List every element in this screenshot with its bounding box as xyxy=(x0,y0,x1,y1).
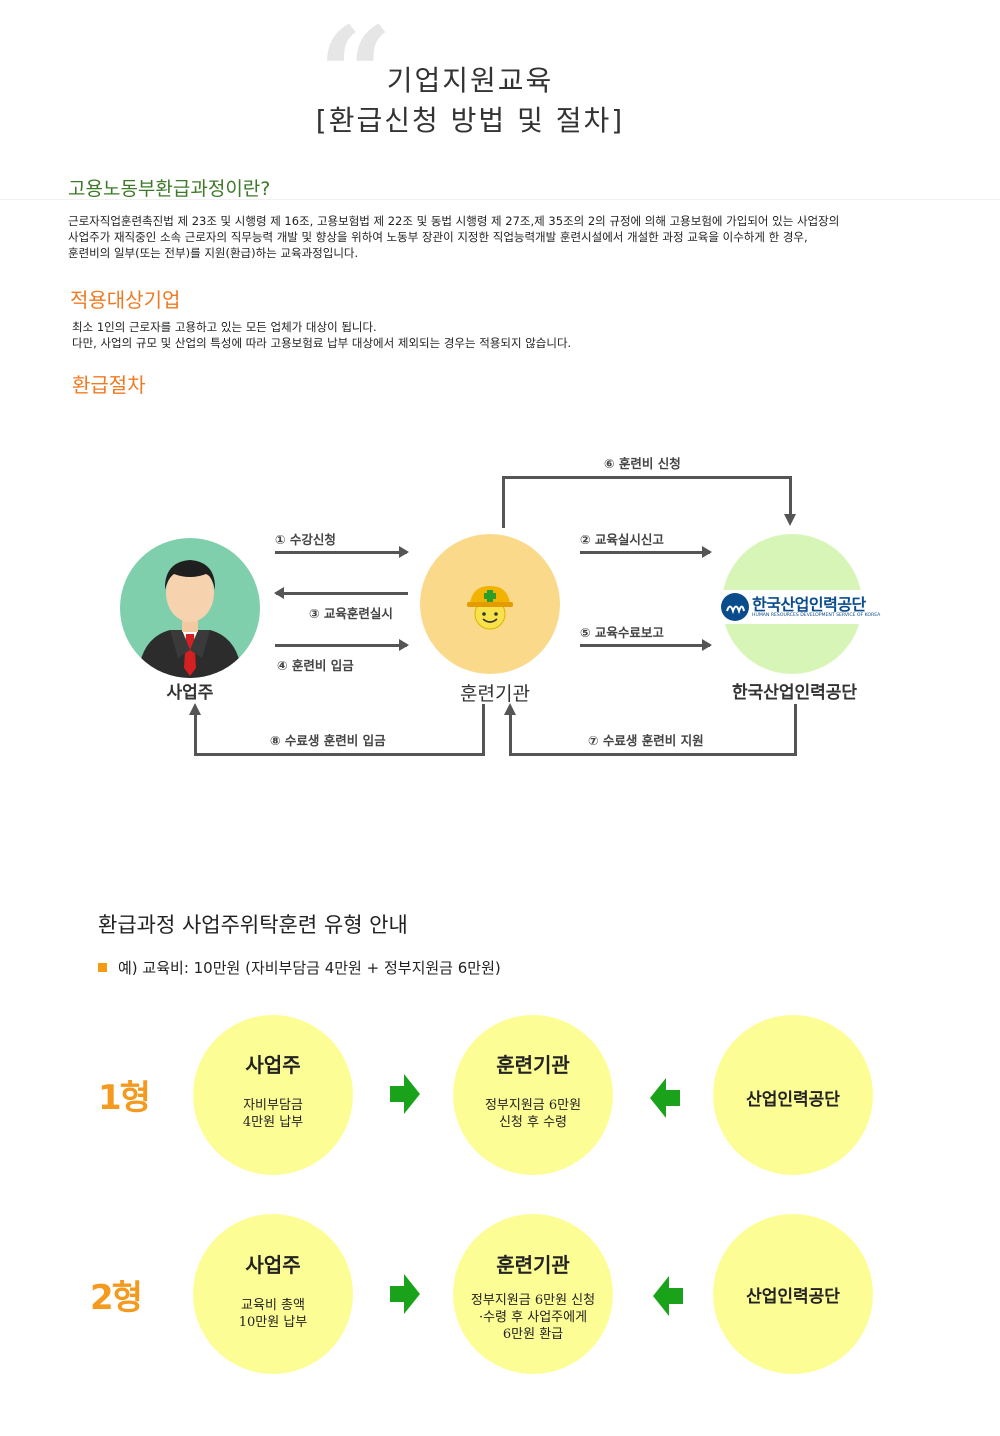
step-6-label: ⑥ 훈련비 신청 xyxy=(604,456,681,471)
type-2-institution-circle: 훈련기관 정부지원금 6만원 신청 ·수령 후 사업주에게 6만원 환급 xyxy=(453,1214,613,1374)
type-1-right-arrow-icon xyxy=(390,1074,420,1114)
type-1-institution-circle: 훈련기관 정부지원금 6만원 신청 후 수령 xyxy=(453,1015,613,1175)
section-heading-what: 고용노동부환급과정이란? xyxy=(68,178,271,200)
step-4-arrow xyxy=(275,639,409,651)
step-6-arrowhead-icon xyxy=(784,514,796,526)
agency-emblem-icon xyxy=(721,593,749,621)
type-2-institution-line-1: 정부지원금 6만원 신청 xyxy=(470,1293,596,1308)
type-2-left-arrow-icon xyxy=(653,1276,683,1316)
node-employer-label: 사업주 xyxy=(166,683,214,703)
step-2-arrow xyxy=(580,546,712,558)
what-line-1: 근로자직업훈련촉진법 제 23조 및 시행령 제 16조, 고용보험법 제 22… xyxy=(68,214,840,228)
step-7-label: ⑦ 수료생 훈련비 지원 xyxy=(588,733,704,748)
step-6-line-down xyxy=(789,476,792,516)
step-5-arrow xyxy=(580,639,712,651)
agency-logo-sub: HUMAN RESOURCES DEVELOPMENT SERVICE OF K… xyxy=(752,613,881,618)
step-3-label: ③ 교육훈련실시 xyxy=(309,606,393,621)
type-1-institution-line-1: 정부지원금 6만원 xyxy=(484,1098,582,1113)
type-2-institution-line-3: 6만원 환급 xyxy=(502,1327,564,1342)
type-1-agency-title: 산업인력공단 xyxy=(746,1090,840,1110)
type-1-left-arrow-icon xyxy=(650,1078,680,1118)
step-8-line-down xyxy=(482,704,485,756)
businessman-icon xyxy=(138,560,242,678)
step-6-line-across xyxy=(502,476,792,479)
types-example: 예) 교육비: 10만원 (자비부담금 4만원 + 정부지원금 6만원) xyxy=(118,959,501,977)
step-8-arrowhead-icon xyxy=(189,703,201,715)
node-institution-label: 훈련기관 xyxy=(460,683,530,705)
type-2-employer-title: 사업주 xyxy=(245,1253,301,1277)
type-1-agency-circle: 산업인력공단 xyxy=(713,1015,873,1175)
what-line-2: 사업주가 재직중인 소속 근로자의 직무능력 개발 및 향상을 위하여 노동부 … xyxy=(68,230,808,244)
type-2-institution-title: 훈련기관 xyxy=(496,1253,570,1277)
type-1-employer-circle: 사업주 자비부담금 4만원 납부 xyxy=(193,1015,353,1175)
type-2-institution-line-2: ·수령 후 사업주에게 xyxy=(478,1310,588,1325)
type-1-employer-line-2: 4만원 납부 xyxy=(242,1115,304,1130)
type-2-employer-line-1: 교육비 총액 xyxy=(241,1298,305,1313)
step-8-label: ⑧ 수료생 훈련비 입금 xyxy=(270,733,386,748)
type-2-employer-circle: 사업주 교육비 총액 10만원 납부 xyxy=(193,1214,353,1374)
types-title: 환급과정 사업주위탁훈련 유형 안내 xyxy=(98,913,408,937)
step-7-line-across xyxy=(509,753,797,756)
type-2-agency-title: 산업인력공단 xyxy=(746,1287,840,1307)
type-2-employer-line-2: 10만원 납부 xyxy=(238,1315,308,1330)
what-paragraph: 근로자직업훈련촉진법 제 23조 및 시행령 제 16조, 고용보험법 제 22… xyxy=(68,213,968,261)
agency-logo: 한국산업인력공단 HUMAN RESOURCES DEVELOPMENT SER… xyxy=(718,590,880,624)
type-2-agency-circle: 산업인력공단 xyxy=(713,1214,873,1374)
divider xyxy=(0,199,1000,200)
type-1-employer-title: 사업주 xyxy=(245,1053,301,1077)
quote-mark-icon: “ xyxy=(318,0,393,151)
step-1-label: ① 수강신청 xyxy=(275,532,336,547)
type-1-employer-line-1: 자비부담금 xyxy=(243,1098,303,1113)
step-8-line-across xyxy=(194,753,485,756)
step-3-arrow xyxy=(274,587,408,599)
target-line-1: 최소 1인의 근로자를 고용하고 있는 모든 업체가 대상이 됩니다. xyxy=(72,320,377,334)
type-2-right-arrow-icon xyxy=(390,1274,420,1314)
page-title: 기업지원교육 xyxy=(386,64,554,97)
step-8-line-up xyxy=(194,714,197,756)
step-1-arrow xyxy=(275,546,409,558)
step-7-line-down xyxy=(794,704,797,756)
type-1-institution-title: 훈련기관 xyxy=(496,1053,570,1077)
section-heading-target: 적용대상기업 xyxy=(70,288,181,312)
agency-logo-name: 한국산업인력공단 xyxy=(752,595,866,614)
step-6-line-up xyxy=(502,476,505,528)
step-5-label: ⑤ 교육수료보고 xyxy=(580,625,664,640)
step-7-line-up xyxy=(509,714,512,756)
step-4-label: ④ 훈련비 입금 xyxy=(277,658,354,673)
section-heading-process: 환급절차 xyxy=(72,373,146,397)
what-line-3: 훈련비의 일부(또는 전부)를 지원(환급)하는 교육과정입니다. xyxy=(68,246,359,260)
target-line-2: 다만, 사업의 규모 및 산업의 특성에 따라 고용보험료 납부 대상에서 제외… xyxy=(72,336,572,350)
step-7-arrowhead-icon xyxy=(504,703,516,715)
type-1-label: 1형 xyxy=(98,1078,151,1118)
type-2-label: 2형 xyxy=(90,1278,143,1318)
agency-circle: 한국산업인력공단 HUMAN RESOURCES DEVELOPMENT SER… xyxy=(718,534,880,674)
step-2-label: ② 교육실시신고 xyxy=(580,532,664,547)
page-subtitle: [환급신청 방법 및 절차] xyxy=(315,104,625,137)
type-1-institution-line-2: 신청 후 수령 xyxy=(498,1115,568,1130)
target-paragraph: 최소 1인의 근로자를 고용하고 있는 모든 업체가 대상이 됩니다. 다만, … xyxy=(72,319,952,351)
bullet-square-icon xyxy=(98,963,107,972)
node-agency-label: 한국산업인력공단 xyxy=(731,683,858,703)
institution-circle xyxy=(420,534,560,674)
hard-hat-worker-icon xyxy=(467,586,513,630)
employer-circle xyxy=(120,538,260,678)
